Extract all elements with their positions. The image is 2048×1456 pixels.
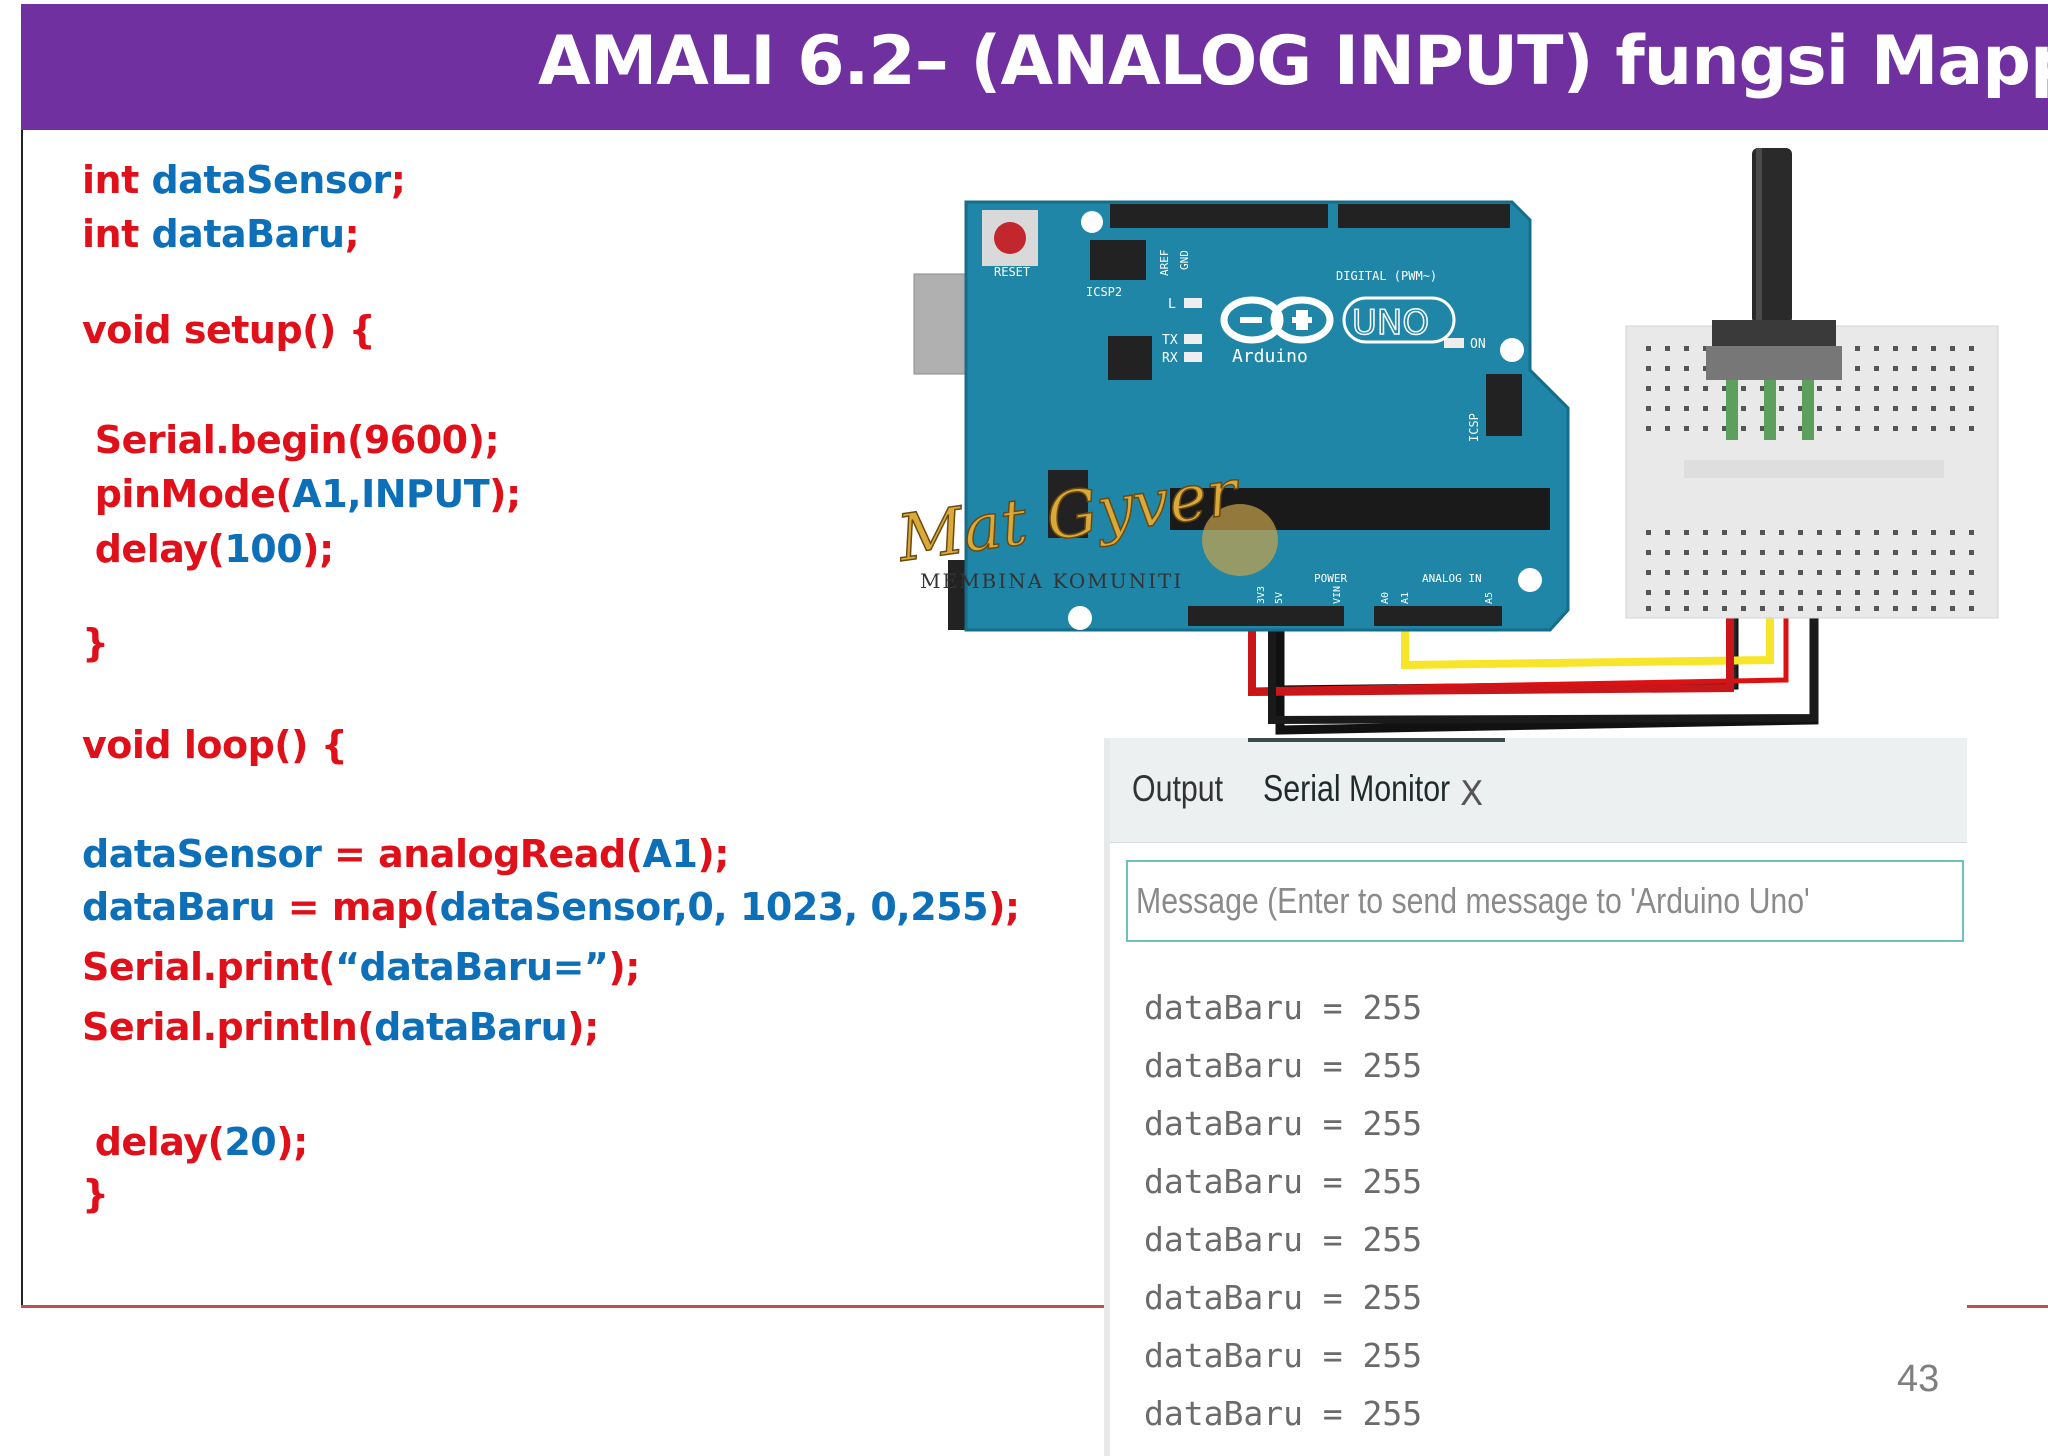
arduino-board: RESET ICSP2 AREF GND DIGITAL (PWM~) L TX… [964,200,1570,632]
code-line: dataBaru = map(dataSensor,0, 1023, 0,255… [82,885,1020,929]
code-token: dataBaru [374,1005,568,1049]
code-token: Serial.begin(9600); [82,418,500,462]
code-token: void loop() { [82,723,348,767]
page-number: 43 [1897,1358,1940,1400]
l-led-label: L [1168,297,1176,312]
a5-label: A5 [1484,592,1495,604]
code-token: ); [567,1005,599,1049]
code-token: ); [608,945,640,989]
tab-output[interactable]: Output [1132,768,1224,809]
code-token: ; [390,158,406,202]
serial-output-line: dataBaru = 255 [1144,1046,1423,1085]
active-tab-indicator [1248,738,1505,742]
code-line: void loop() { [82,723,348,767]
slide-title: AMALI 6.2– (ANALOG INPUT) fungsi Mapping [538,22,2048,101]
code-line: pinMode(A1,INPUT); [82,472,521,516]
serial-output-line: dataBaru = 255 [1144,1278,1423,1317]
code-token: } [82,1172,109,1216]
serial-monitor-panel: Output Serial Monitor X dataBaru = 255 d… [1104,738,1967,1456]
uno-label: UNO [1352,303,1429,343]
code-token: Serial.print( [82,945,336,989]
aref-label: AREF [1158,250,1171,277]
code-token: = analogRead( [321,832,643,876]
code-token: pinMode( [82,472,293,516]
watermark-tagline: MEMBINA KOMUNITI [920,569,1183,593]
3v3-label: 3V3 [1256,586,1267,604]
code-line: dataSensor = analogRead(A1); [82,832,729,876]
serial-monitor-tabs: Output Serial Monitor X [1110,738,1967,843]
close-icon[interactable]: X [1460,774,1484,814]
reset-label: RESET [994,265,1030,279]
code-token: Serial.println( [82,1005,375,1049]
serial-output-line: dataBaru = 255 [1144,1220,1423,1259]
serial-output-line: dataBaru = 255 [1144,1394,1423,1433]
serial-output-line: dataBaru = 255 [1144,988,1423,1027]
code-token: “dataBaru=” [335,945,609,989]
code-line: void setup() { [82,308,376,352]
a0-label: A0 [1380,592,1391,604]
circuit-diagram: RESET ICSP2 AREF GND DIGITAL (PWM~) L TX… [900,148,1999,735]
message-input-box [1126,860,1964,942]
code-line: Serial.println(dataBaru); [82,1005,599,1049]
code-token: 100 [224,527,303,571]
code-token: ); [988,885,1020,929]
message-input[interactable] [1136,872,1808,930]
icsp-label: ICSP [1467,413,1481,442]
tab-serial-monitor[interactable]: Serial Monitor [1263,768,1451,809]
rx-label: RX [1162,351,1178,366]
code-token: dataBaru [82,885,276,929]
slide-frame [21,4,2048,1308]
code-line: delay(20); [82,1120,309,1164]
code-token: void setup() { [82,308,376,352]
5v-label: 5V [1274,592,1285,604]
serial-output-line: dataBaru = 255 [1144,1162,1423,1201]
on-led-label: ON [1470,337,1486,352]
code-token: delay( [82,527,225,571]
code-token: delay( [82,1120,225,1164]
digital-label: DIGITAL (PWM~) [1336,269,1437,283]
code-token: } [82,621,109,665]
code-line: } [82,621,109,665]
arduino-infinity-logo [1220,296,1334,344]
bottom-rule [21,1305,1104,1308]
serial-output-line: dataBaru = 255 [1144,1104,1423,1143]
code-token: 20 [224,1120,277,1164]
code-line: Serial.begin(9600); [82,418,500,462]
code-token: A1,INPUT [292,472,490,516]
code-token: dataBaru [151,212,345,256]
icsp2-label: ICSP2 [1086,285,1122,299]
code-token: int [82,212,152,256]
bottom-rule-right [1961,1305,2048,1308]
code-line: } [82,1172,109,1216]
code-token: ); [302,527,334,571]
code-token: A1 [642,832,698,876]
code-token: int [82,158,152,202]
code-line: int dataBaru; [82,212,360,256]
code-token: dataSensor [82,832,322,876]
gnd-label: GND [1178,250,1191,270]
code-token: dataSensor,0, 1023, 0,255 [439,885,989,929]
vin-label: VIN [1332,586,1343,604]
code-token: ); [276,1120,308,1164]
code-line: int dataSensor; [82,158,406,202]
code-token: ); [697,832,729,876]
code-line: delay(100); [82,527,335,571]
potentiometer [1706,148,1842,440]
serial-output-line: dataBaru = 255 [1144,1336,1423,1375]
code-line: Serial.print(“dataBaru=”); [82,945,640,989]
tx-label: TX [1162,333,1178,348]
power-label: POWER [1314,572,1347,585]
code-token: dataSensor [151,158,391,202]
a1-label: A1 [1400,592,1411,604]
analog-in-label: ANALOG IN [1422,572,1482,585]
code-token: ); [489,472,521,516]
arduino-brand-label: Arduino [1232,346,1308,367]
code-token: = map( [275,885,440,929]
code-token: ; [344,212,360,256]
title-bar: AMALI 6.2– (ANALOG INPUT) fungsi Mapping [21,4,2048,130]
